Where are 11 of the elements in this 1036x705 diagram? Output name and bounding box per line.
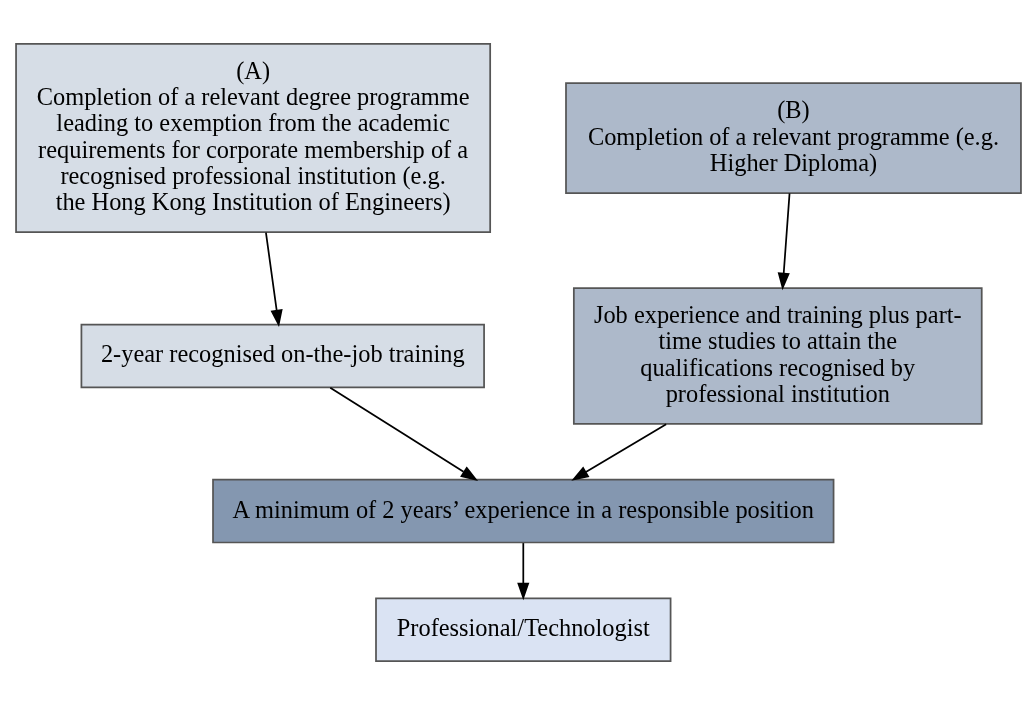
node-box: (B) Completion of a relevant programme (e.g. Higher Diploma) bbox=[564, 82, 1022, 194]
arrow bbox=[570, 423, 667, 481]
node-box: Professional/Technologist bbox=[374, 597, 671, 662]
node-box: (A) Completion of a relevant degree programme leading to exemption from the academic requirements for corporate membership of a recognised professional institution (e.g. the Hong Kong Institution of Engineers) bbox=[14, 43, 491, 234]
arrow bbox=[777, 192, 790, 291]
node-box: Job experience and training plus part-time studies to attain the qualifications recognised by professional institution bbox=[572, 287, 983, 425]
node-box: A minimum of 2 years’ experience in a responsible position bbox=[211, 478, 834, 544]
arrow bbox=[328, 386, 478, 481]
node-box: 2-year recognised on-the-job training bbox=[80, 323, 485, 389]
arrow bbox=[264, 231, 283, 328]
arrow bbox=[516, 542, 529, 601]
